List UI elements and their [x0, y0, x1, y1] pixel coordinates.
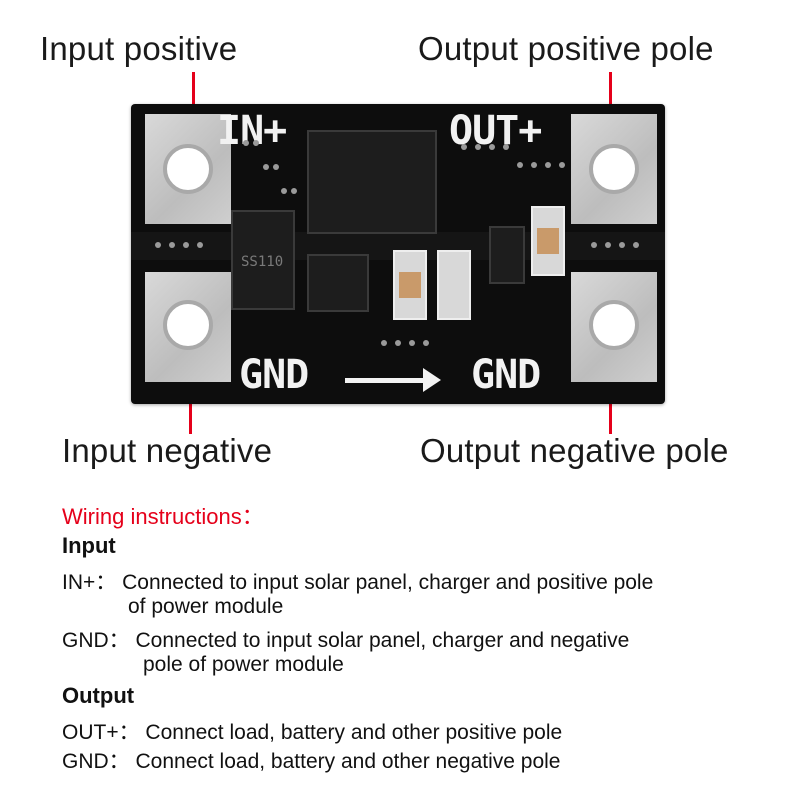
- input-heading: Input: [62, 533, 116, 558]
- flow-arrow-head: [423, 368, 441, 392]
- gnd-output-line: GND： Connect load, battery and other neg…: [62, 750, 561, 773]
- gnd-input-line-1: GND： Connected to input solar panel, cha…: [62, 629, 630, 652]
- pad-output-negative: [571, 272, 657, 382]
- callout-input-negative: Input negative: [62, 432, 273, 469]
- out-plus-line: OUT+： Connect load, battery and other po…: [62, 721, 563, 744]
- callout-input-positive: Input positive: [40, 30, 238, 67]
- output-heading: Output: [62, 683, 135, 708]
- ic-main: [307, 130, 437, 234]
- label-gnd-right: GND: [471, 352, 541, 398]
- pad-input-positive: [145, 114, 231, 224]
- capacitor-c1: [393, 250, 427, 320]
- diode-ss110: SS110: [231, 210, 295, 310]
- gnd-input-line-2: pole of power module: [143, 653, 344, 676]
- label-in-plus: IN+: [217, 108, 287, 154]
- wiring-title: Wiring instructions：: [62, 504, 264, 529]
- resistor-r1: [437, 250, 471, 320]
- capacitor-c2: [531, 206, 565, 276]
- pcb-board: IN+ OUT+ GND GND SS110: [131, 104, 665, 404]
- transistor: [489, 226, 525, 284]
- mounting-hole: [589, 300, 639, 350]
- callout-output-negative-pole: Output negative pole: [420, 432, 729, 469]
- pad-input-negative: [145, 272, 231, 382]
- in-plus-line-2: of power module: [128, 595, 284, 618]
- mounting-hole: [163, 300, 213, 350]
- mounting-hole: [163, 144, 213, 194]
- callout-output-positive-pole: Output positive pole: [418, 30, 714, 67]
- label-ss110: SS110: [241, 254, 284, 270]
- ic-small: [307, 254, 369, 312]
- mounting-hole: [589, 144, 639, 194]
- flow-arrow-line: [345, 378, 425, 383]
- in-plus-line-1: IN+： Connected to input solar panel, cha…: [62, 571, 654, 594]
- label-gnd-left: GND: [239, 352, 309, 398]
- pad-output-positive: [571, 114, 657, 224]
